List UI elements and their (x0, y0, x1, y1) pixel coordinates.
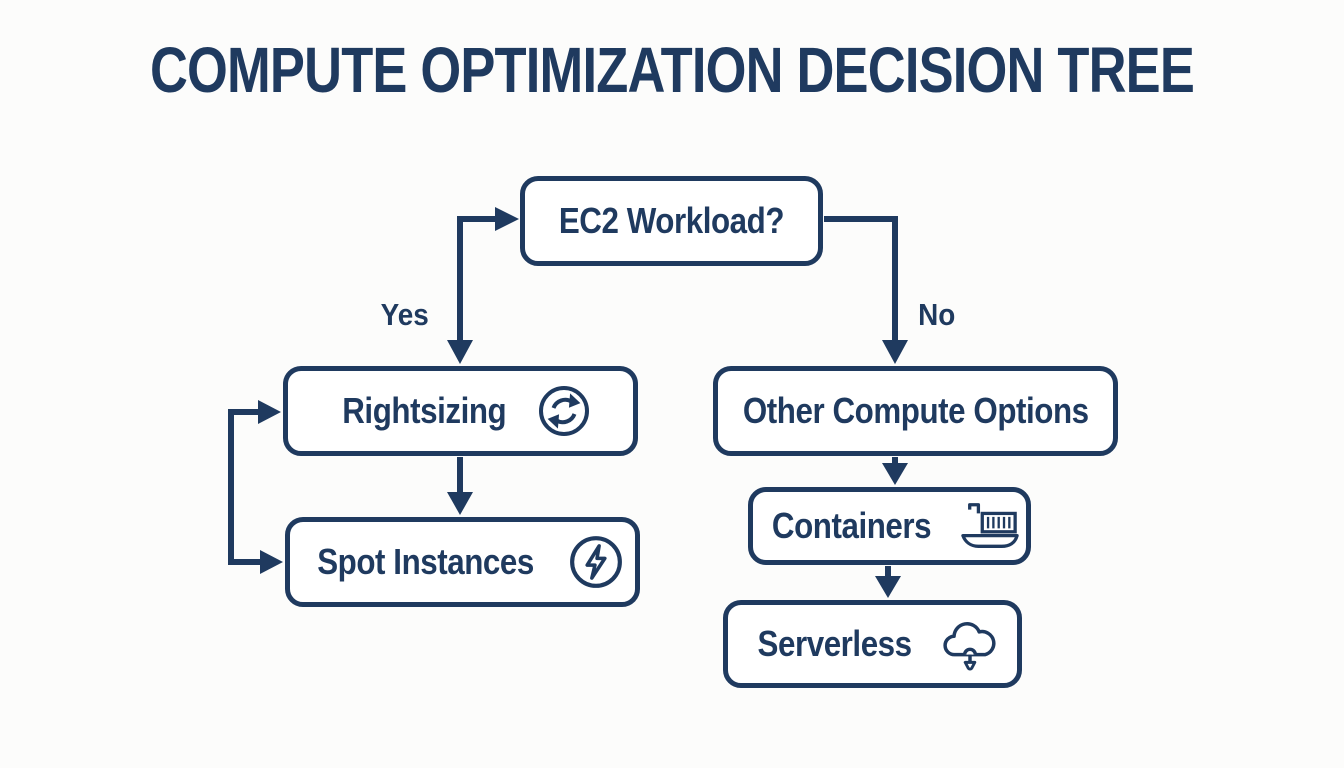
node-spot-instances: Spot Instances (285, 517, 640, 607)
arrowhead-into-rightsizing-top (447, 340, 473, 364)
lightning-bolt-icon (570, 536, 622, 588)
no-branch-connector (824, 216, 898, 342)
arrowhead-into-other-compute (882, 340, 908, 364)
no-branch-label: No (918, 297, 956, 332)
node-rightsizing-label: Rightsizing (342, 390, 507, 431)
cloud-download-icon (943, 622, 996, 671)
yes-branch-label: Yes (380, 297, 429, 332)
yes-branch-connector (457, 216, 497, 342)
node-serverless: Serverless (723, 600, 1022, 688)
node-other-compute-options: Other Compute Options (713, 366, 1118, 456)
refresh-sync-icon (538, 386, 589, 436)
node-serverless-label: Serverless (757, 623, 912, 664)
node-other-compute-options-label: Other Compute Options (742, 390, 1089, 431)
page-title: COMPUTE OPTIMIZATION DECISION TREE (149, 34, 1195, 106)
node-ec2-workload: EC2 Workload? (520, 176, 823, 266)
arrowhead-into-spot-left (260, 550, 283, 574)
arrowhead-into-root-left (495, 207, 519, 231)
arrowhead-into-spot-top (447, 492, 473, 515)
node-rightsizing: Rightsizing (283, 366, 638, 456)
left-bracket-connector (228, 409, 263, 565)
arrowhead-into-serverless (875, 576, 901, 598)
node-ec2-workload-label: EC2 Workload? (558, 200, 785, 241)
arrowhead-into-rightsizing-left (258, 400, 281, 424)
node-containers: Containers (748, 487, 1031, 565)
container-ship-icon (961, 503, 1019, 548)
node-containers-label: Containers (771, 505, 932, 546)
node-spot-instances-label: Spot Instances (317, 541, 534, 582)
arrowhead-into-containers (882, 463, 908, 485)
